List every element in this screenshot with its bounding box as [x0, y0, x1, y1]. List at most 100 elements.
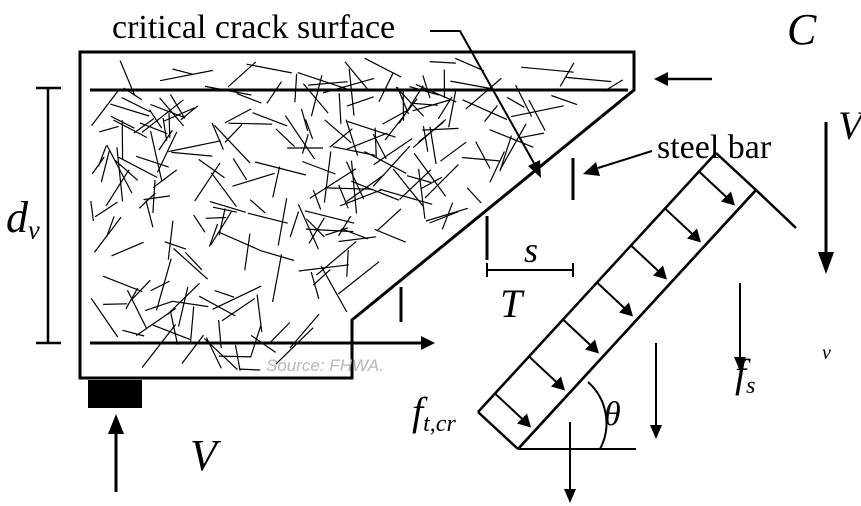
fiber [232, 172, 275, 187]
crack-leader [430, 30, 536, 166]
fiber [528, 99, 546, 131]
fiber [484, 105, 498, 122]
fiber [91, 89, 119, 126]
fiber [294, 73, 298, 103]
fiber [384, 98, 418, 141]
fiber [310, 74, 323, 117]
fiber [304, 210, 355, 224]
fiber [309, 168, 357, 199]
stress-arrowhead [721, 191, 735, 206]
angle-arc [587, 381, 608, 450]
fiber [184, 251, 203, 271]
fiber [566, 76, 612, 83]
fiber [143, 195, 170, 201]
fiber [103, 303, 128, 305]
support-block [88, 380, 142, 408]
fiber [259, 249, 295, 262]
fiber [551, 94, 578, 106]
steel-bar-leader [597, 150, 653, 169]
angle-label: θ [604, 396, 621, 433]
fiber-pattern [90, 57, 624, 371]
fiber [302, 160, 336, 175]
fiber [152, 179, 156, 213]
fiber [213, 124, 251, 164]
fiber [298, 264, 349, 272]
fiber [111, 241, 144, 257]
fiber [177, 286, 189, 327]
fiber [275, 327, 314, 365]
fiber [421, 176, 443, 190]
fiber [99, 125, 119, 133]
fiber [297, 72, 348, 90]
fiber [301, 134, 309, 154]
fiber [212, 206, 237, 213]
fiber [310, 271, 320, 299]
fiber [345, 174, 385, 203]
fiber [289, 211, 300, 238]
fiber [159, 69, 214, 82]
fiber [338, 93, 342, 124]
fiber [337, 261, 380, 295]
fiber [218, 355, 252, 358]
fiber [341, 228, 369, 240]
fiber [228, 122, 273, 125]
stress-block-right-end [715, 152, 757, 191]
fiber-stress-main: f [412, 389, 424, 434]
depth-sub: v [28, 214, 40, 245]
vertical-force-1-head [564, 489, 576, 503]
depth-label: dv [6, 196, 40, 243]
fiber [302, 83, 329, 114]
fiber [205, 216, 227, 219]
fiber [156, 131, 178, 173]
fiber [168, 140, 221, 153]
fiber [194, 162, 221, 202]
fiber [102, 275, 143, 293]
fiber [145, 200, 154, 228]
fiber [214, 290, 235, 298]
fiber [297, 204, 319, 250]
fiber [148, 109, 163, 129]
fiber [332, 146, 376, 156]
fiber [320, 265, 348, 313]
fiber [350, 180, 400, 201]
fiber [396, 86, 410, 115]
shear-bottom-label: V [190, 431, 217, 480]
fiber [506, 96, 525, 108]
fiber [224, 108, 252, 124]
fiber [118, 156, 158, 178]
fiber [172, 68, 193, 75]
fiber [376, 208, 402, 232]
fiber [254, 161, 307, 176]
stress-arrow [528, 355, 560, 386]
steel-bar-leader-arrowhead [583, 162, 600, 176]
fiber [236, 93, 262, 104]
reaction-arrowhead [108, 414, 124, 434]
fiber [277, 198, 288, 246]
steel-force-head [734, 357, 746, 371]
v-small-label: v [822, 342, 831, 364]
fiber [429, 61, 456, 64]
fiber [198, 295, 236, 317]
fiber [379, 188, 433, 205]
fiber [346, 250, 349, 277]
fiber [338, 236, 377, 243]
fiber [138, 192, 156, 209]
fiber [465, 77, 502, 110]
fiber [324, 119, 352, 144]
fiber [90, 200, 94, 222]
fiber [345, 119, 359, 156]
fiber [210, 172, 237, 208]
fiber [347, 120, 396, 138]
fiber [121, 97, 151, 113]
fiber [272, 254, 283, 303]
fiber-stress-label: ft,cr [412, 389, 456, 437]
stress-arrow [664, 207, 696, 238]
stress-arrowhead [687, 228, 701, 243]
fiber [510, 105, 564, 118]
fiber [110, 115, 135, 129]
fiber [425, 207, 468, 222]
fiber [162, 117, 168, 141]
fiber [422, 127, 459, 131]
compression-label: C [787, 5, 817, 54]
